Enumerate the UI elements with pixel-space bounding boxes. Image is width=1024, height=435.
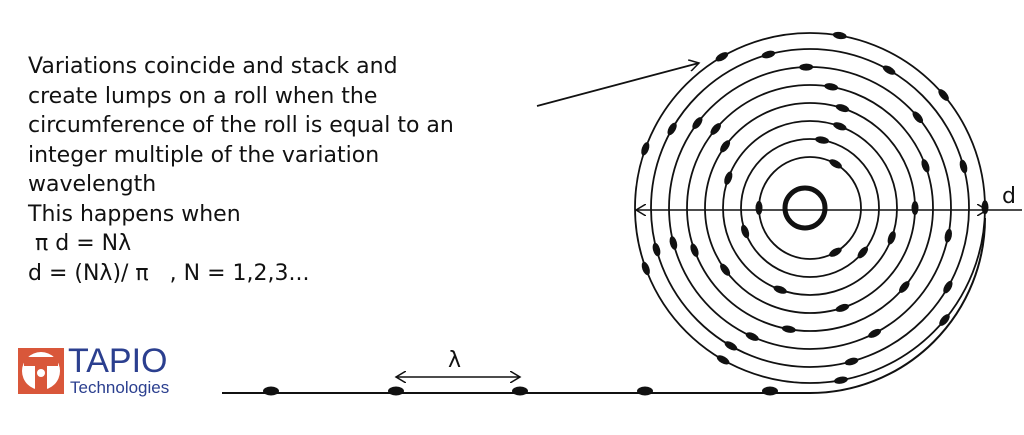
- formula-line: π d = Nλ: [28, 231, 132, 256]
- lump: [724, 341, 738, 351]
- lump: [815, 136, 830, 144]
- lump: [710, 123, 721, 135]
- lump: [882, 65, 896, 75]
- roll-ring: [758, 156, 862, 260]
- web-lump: [637, 386, 653, 396]
- lump: [669, 236, 678, 250]
- lump: [755, 200, 763, 215]
- lump: [938, 89, 949, 101]
- lump: [943, 280, 953, 294]
- lump: [652, 242, 661, 257]
- web-lumps: [263, 386, 778, 396]
- lump: [667, 122, 677, 136]
- lump: [741, 224, 750, 239]
- explanation-line: Variations coincide and stack and: [28, 54, 398, 79]
- lump: [868, 328, 882, 338]
- lump: [959, 159, 968, 174]
- roll-ring: [722, 120, 898, 296]
- explanation-text: Variations coincide and stack and create…: [28, 52, 454, 288]
- lump: [829, 247, 842, 257]
- roll-rings: [634, 32, 986, 384]
- lump: [720, 263, 731, 276]
- lump: [939, 314, 950, 326]
- lump: [773, 285, 787, 294]
- logo-subtitle: Technologies: [70, 378, 170, 397]
- lump: [981, 200, 989, 215]
- lump: [641, 261, 650, 276]
- lump: [716, 355, 730, 365]
- lump: [781, 325, 796, 333]
- lump: [692, 117, 703, 130]
- lump: [857, 246, 869, 259]
- web-line: [222, 217, 986, 394]
- roll-core: [782, 185, 828, 231]
- explanation-line: create lumps on a roll when the: [28, 83, 378, 109]
- lump: [799, 63, 814, 71]
- lump: [641, 142, 650, 156]
- explanation-line: This happens when: [28, 201, 241, 227]
- lump: [833, 122, 847, 131]
- lump: [911, 201, 919, 215]
- web-lump: [762, 386, 778, 396]
- lump: [824, 83, 839, 91]
- formula-line: d = (Nλ)/ π , N = 1,2,3...: [28, 260, 310, 286]
- lump: [887, 231, 896, 245]
- roll-ring: [650, 48, 970, 368]
- pointer-arrow: [536, 63, 699, 107]
- explanation-line: wavelength: [28, 172, 157, 197]
- lump: [944, 228, 952, 243]
- lump: [832, 31, 847, 40]
- roll-lumps: [641, 31, 989, 384]
- web-lump: [388, 386, 404, 396]
- lump: [835, 104, 850, 113]
- lump: [761, 50, 776, 59]
- lump: [829, 159, 842, 169]
- roll-ring: [704, 102, 916, 314]
- lump: [834, 376, 848, 384]
- web-lump: [512, 386, 528, 396]
- wavelength-label: λ: [448, 348, 461, 373]
- lump: [745, 332, 759, 341]
- lump: [921, 159, 930, 173]
- diameter-label: d: [1002, 184, 1016, 209]
- web-lump: [263, 386, 279, 396]
- lump: [844, 357, 859, 366]
- explanation-line: circumference of the roll is equal to an: [28, 113, 454, 138]
- lump: [835, 303, 850, 312]
- logo-mark: [18, 348, 64, 394]
- lump: [715, 52, 729, 62]
- explanation-line: integer multiple of the variation: [28, 142, 380, 168]
- lump: [720, 140, 731, 153]
- lump: [912, 111, 924, 124]
- roll-ring: [668, 66, 952, 350]
- lump: [899, 281, 910, 293]
- lump: [724, 171, 733, 185]
- logo-title: TAPIO: [68, 342, 168, 380]
- lump: [690, 243, 699, 257]
